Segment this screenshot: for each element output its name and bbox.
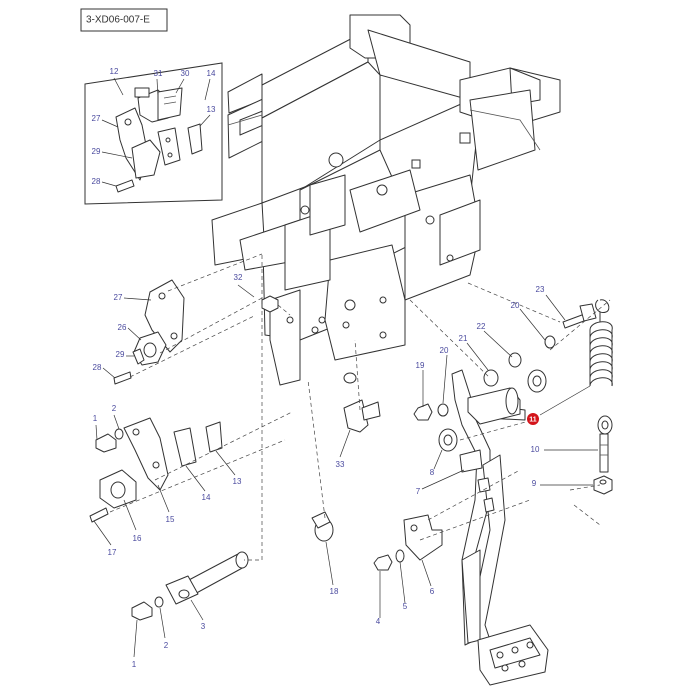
nut-4 — [373, 554, 393, 571]
clip-13 — [205, 421, 223, 453]
callout-3: 3 — [201, 622, 206, 631]
callout-31: 31 — [154, 69, 163, 78]
guide-lines — [109, 253, 611, 561]
return-spring — [589, 299, 613, 387]
callout-27: 27 — [114, 293, 123, 302]
inset-clip-13 — [187, 123, 203, 155]
callout-21: 21 — [459, 334, 468, 343]
callout-15: 15 — [166, 515, 175, 524]
diagram-code-box: 3-XD06-007-E — [80, 8, 168, 32]
clip-29 — [132, 348, 145, 365]
callout-13: 13 — [233, 477, 242, 486]
inset-switch-29 — [131, 139, 161, 179]
eye-bolt-10 — [597, 415, 613, 473]
callout-9: 9 — [532, 479, 537, 488]
highlight-callout-11[interactable]: 11 — [527, 413, 539, 425]
callout-14: 14 — [207, 69, 216, 78]
callout-7: 7 — [416, 487, 421, 496]
bracket-6 — [403, 514, 443, 561]
nut-19 — [413, 403, 433, 421]
callout-29: 29 — [92, 147, 101, 156]
bracket-15 — [123, 417, 169, 491]
callout-4: 4 — [376, 617, 381, 626]
bracket-33 — [343, 372, 381, 433]
washer-2a — [114, 428, 124, 440]
callout-33: 33 — [336, 460, 345, 469]
screw-17 — [89, 507, 109, 523]
callout-29: 29 — [116, 350, 125, 359]
diagram-code: 3-XD06-007-E — [86, 15, 150, 26]
washer-5 — [395, 549, 405, 563]
callout-6: 6 — [430, 587, 435, 596]
nut-32 — [261, 295, 279, 313]
callout-2: 2 — [112, 404, 117, 413]
callout-1: 1 — [93, 414, 98, 423]
callout-28: 28 — [92, 177, 101, 186]
plate-14 — [173, 427, 197, 467]
switch-16 — [99, 469, 137, 509]
bolt-23 — [562, 303, 597, 329]
callout-labels: 12 31 30 14 13 27 29 28 32 27 26 29 28 1… — [92, 67, 545, 669]
bolt-1a — [95, 433, 117, 453]
inset-frame — [84, 62, 223, 205]
callout-28: 28 — [93, 363, 102, 372]
bolt-1b — [131, 601, 153, 621]
leader-lines — [93, 77, 598, 658]
callout-12: 12 — [110, 67, 119, 76]
shaft-3 — [165, 551, 249, 605]
callout-10: 10 — [531, 445, 540, 454]
callout-26: 26 — [118, 323, 127, 332]
nut-9 — [593, 475, 613, 495]
callout-18: 18 — [330, 587, 339, 596]
callout-20: 20 — [511, 301, 520, 310]
stopper-18 — [311, 511, 334, 542]
callout-19: 19 — [416, 361, 425, 370]
pin-7 — [459, 449, 495, 513]
callout-23: 23 — [536, 285, 545, 294]
callout-20: 20 — [440, 346, 449, 355]
callout-13: 13 — [207, 105, 216, 114]
callout-16: 16 — [133, 534, 142, 543]
pedal-frame — [211, 14, 561, 386]
highlight-label: 11 — [529, 416, 537, 423]
inset-plate-14 — [157, 127, 181, 166]
callout-27: 27 — [92, 114, 101, 123]
callout-17: 17 — [108, 548, 117, 557]
pedal-shaft — [420, 335, 556, 452]
callout-5: 5 — [403, 602, 408, 611]
screw-28 — [113, 371, 132, 385]
callout-30: 30 — [181, 69, 190, 78]
washer-2b — [154, 596, 164, 608]
callout-2: 2 — [164, 641, 169, 650]
upper-left-bracket-27 — [144, 279, 185, 353]
callout-14: 14 — [202, 493, 211, 502]
callout-8: 8 — [430, 468, 435, 477]
inset-screw-28 — [115, 179, 135, 193]
callout-1: 1 — [132, 660, 137, 669]
inset-bracket-30 — [157, 87, 183, 121]
callout-32: 32 — [234, 273, 243, 282]
callout-22: 22 — [477, 322, 486, 331]
